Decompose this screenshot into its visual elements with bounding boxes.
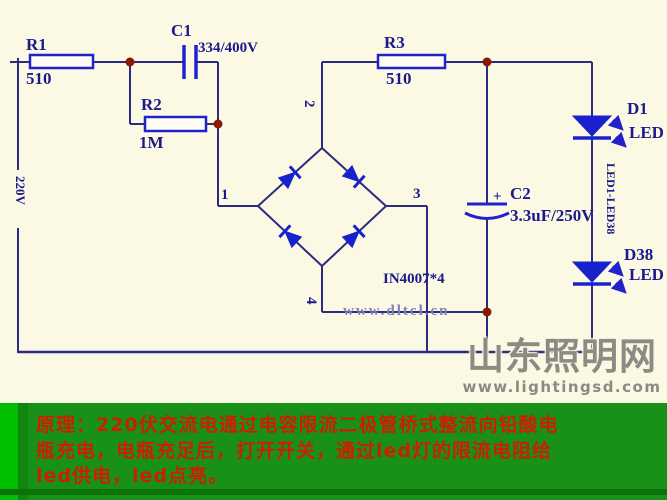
junction-dot <box>125 57 135 67</box>
r2-value-label: 1M <box>139 133 164 152</box>
bridge-diamond-wires <box>257 147 387 267</box>
junction-dot <box>213 119 223 129</box>
diode-icon <box>341 224 366 249</box>
d1-type-label: LED <box>629 123 664 142</box>
banner-left-strip <box>0 403 18 500</box>
bridge-rectifier <box>257 147 387 267</box>
c2-value-label: 3.3uF/250V <box>510 206 594 225</box>
d1-ref-label: D1 <box>627 99 648 118</box>
banner-text-line-3: led供电，led点亮。 <box>36 465 228 487</box>
c2-ref-label: C2 <box>510 184 531 203</box>
banner-text-line-1: 原理：220伏交流电通过电容限流二极管桥式整流向铅酸电 <box>36 414 559 436</box>
banner-bottom-strip <box>0 489 667 495</box>
bridge-terminal-1-label: 1 <box>221 187 229 203</box>
junction-dots <box>125 57 492 317</box>
d38-type-label: LED <box>629 265 664 284</box>
led-emission-arrow <box>610 131 627 148</box>
diode-icon <box>278 224 303 249</box>
site-logo-url: www.lightingsd.com <box>462 377 662 396</box>
bridge-part-label: IN4007*4 <box>383 271 445 287</box>
site-logo: 山东照明网 www.lightingsd.com <box>462 335 662 396</box>
led-d1-icon <box>571 114 627 148</box>
bridge-terminal-3-label: 3 <box>413 186 421 202</box>
d38-ref-label: D38 <box>624 245 654 264</box>
bridge-terminal-2-label: 2 <box>301 100 317 108</box>
resistor-r1-body <box>28 53 95 70</box>
c1-ref-label: C1 <box>171 21 192 40</box>
bridge-terminal-4-label: 4 <box>303 297 319 305</box>
resistors <box>28 53 447 133</box>
banner-seam <box>18 403 28 500</box>
watermark-text: www.dltcl.cn <box>343 303 450 319</box>
site-logo-title: 山东照明网 <box>467 335 657 378</box>
junction-dot <box>482 307 492 317</box>
led-emission-arrow <box>607 114 624 131</box>
diode-icon <box>277 165 302 190</box>
c1-value-label: 334/400V <box>198 40 258 56</box>
capacitor-c1-symbol <box>182 45 198 79</box>
diode-icon <box>341 164 366 189</box>
r3-ref-label: R3 <box>384 33 405 52</box>
led-emission-arrow <box>607 260 624 277</box>
bridge-diodes <box>277 164 366 249</box>
led-emission-arrow <box>610 277 627 294</box>
led-d38-icon <box>571 260 627 294</box>
r1-ref-label: R1 <box>26 35 47 54</box>
r3-value-label: 510 <box>386 69 412 88</box>
wires <box>10 58 593 354</box>
capacitor-curved-plate <box>464 211 510 220</box>
c2-polarity-label: + <box>493 189 502 205</box>
banner-text-line-2: 瓶充电，电瓶充足后，打开开关，通过led灯的限流电阻给 <box>36 440 553 462</box>
r2-ref-label: R2 <box>141 95 162 114</box>
led-string-range-label: LED1-LED38 <box>604 163 618 235</box>
description-banner: 原理：220伏交流电通过电容限流二极管桥式整流向铅酸电 瓶充电，电瓶充足后，打开… <box>0 403 667 500</box>
resistor-r3-body <box>376 53 447 70</box>
ac-source-label: 220V <box>13 176 28 205</box>
junction-dot <box>482 57 492 67</box>
r1-value-label: 510 <box>26 69 52 88</box>
circuit-schematic <box>10 45 627 354</box>
capacitor-c2-symbol <box>464 202 510 220</box>
resistor-r2-body <box>143 115 208 133</box>
